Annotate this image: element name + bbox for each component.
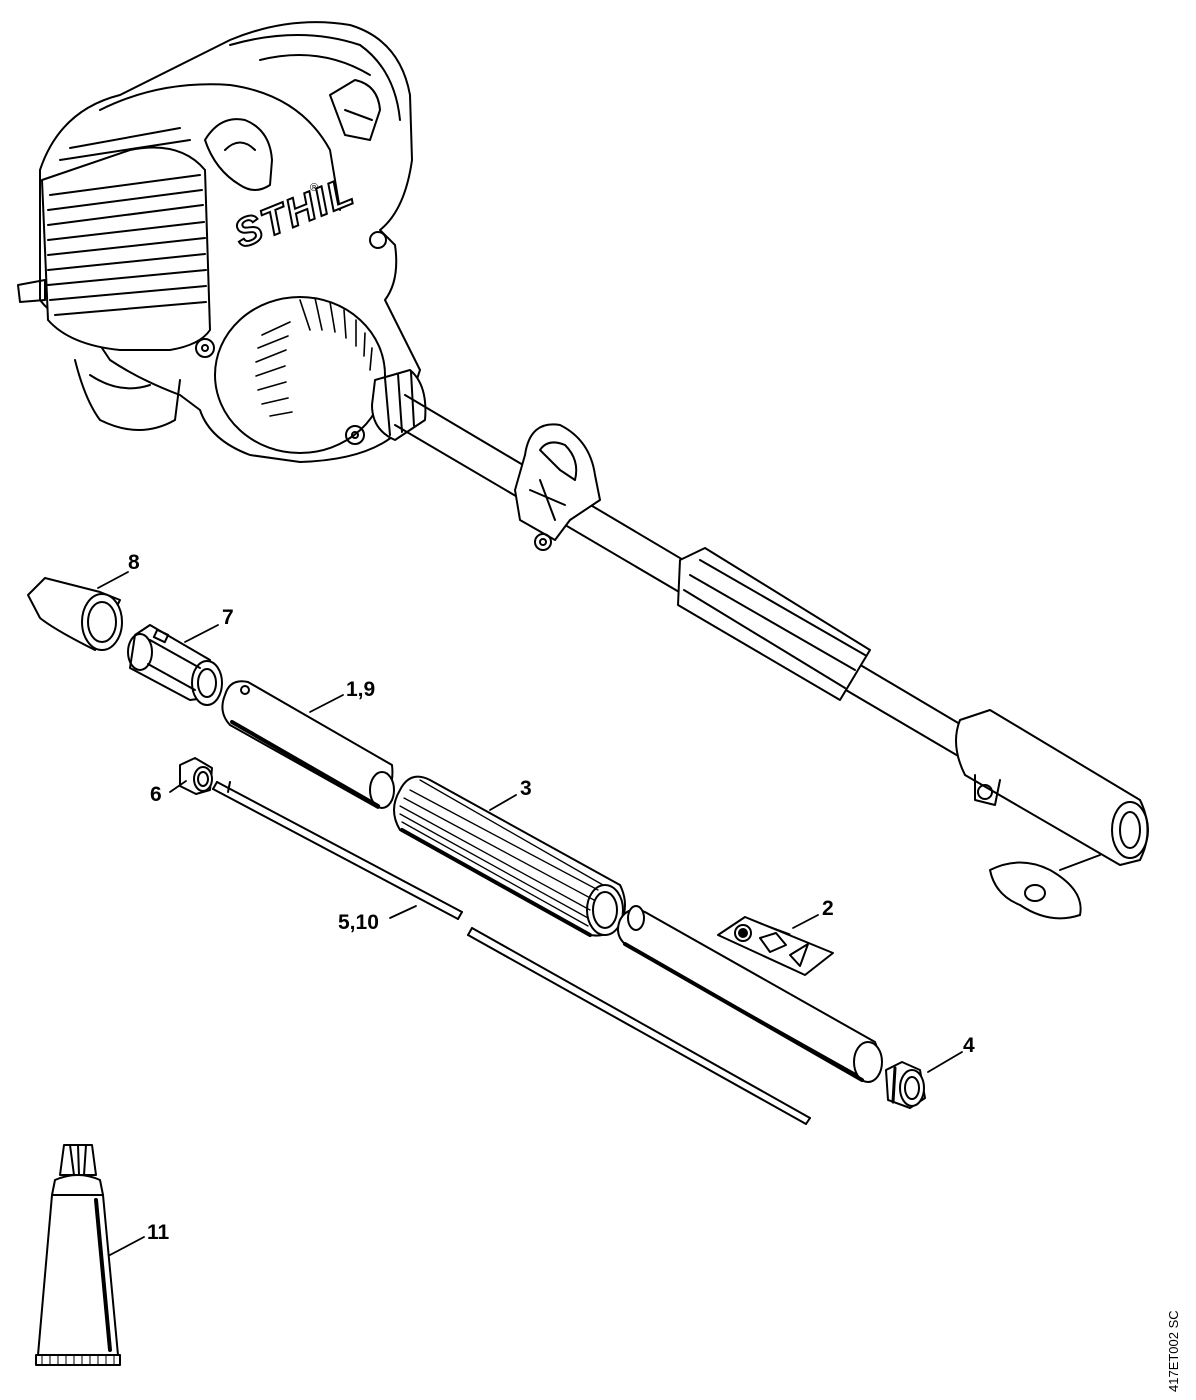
part-7-bushing bbox=[128, 625, 222, 705]
callout-1-9: 1,9 bbox=[346, 678, 376, 701]
leader-3 bbox=[490, 795, 516, 810]
callout-7: 7 bbox=[222, 606, 234, 629]
leader-2 bbox=[793, 915, 818, 928]
callout-8: 8 bbox=[128, 551, 140, 574]
part-5-10-drive-shaft bbox=[213, 782, 810, 1124]
leader-4 bbox=[928, 1052, 962, 1072]
callout-3: 3 bbox=[520, 777, 532, 800]
leader-7 bbox=[185, 625, 218, 642]
part-1-9-tube bbox=[222, 681, 394, 808]
callout-5-10: 5,10 bbox=[338, 911, 379, 934]
drawing-reference-code: 417ET002 SC bbox=[1166, 1310, 1181, 1392]
part-11-grease-tube bbox=[36, 1145, 120, 1365]
part-4-plug bbox=[886, 1062, 925, 1108]
callout-6: 6 bbox=[150, 783, 162, 806]
callout-11: 11 bbox=[147, 1221, 170, 1244]
engine-unit bbox=[18, 22, 425, 462]
brand-registered-mark: ® bbox=[310, 182, 319, 194]
leader-6 bbox=[170, 781, 186, 792]
leader-11 bbox=[110, 1237, 144, 1255]
part-2-warning-label bbox=[718, 917, 833, 975]
callout-4: 4 bbox=[963, 1034, 975, 1057]
part-6-sleeve bbox=[180, 758, 212, 794]
part-3-grip-tube bbox=[394, 777, 625, 936]
drive-tube-assembled bbox=[395, 395, 1148, 918]
callout-leaders bbox=[98, 572, 962, 1255]
callout-2: 2 bbox=[822, 897, 834, 920]
leader-8 bbox=[98, 572, 128, 588]
leader-1-9 bbox=[310, 695, 343, 712]
part-8-end-cap bbox=[28, 578, 122, 650]
leader-5-10 bbox=[390, 906, 416, 918]
part-lower-tube bbox=[618, 906, 882, 1082]
